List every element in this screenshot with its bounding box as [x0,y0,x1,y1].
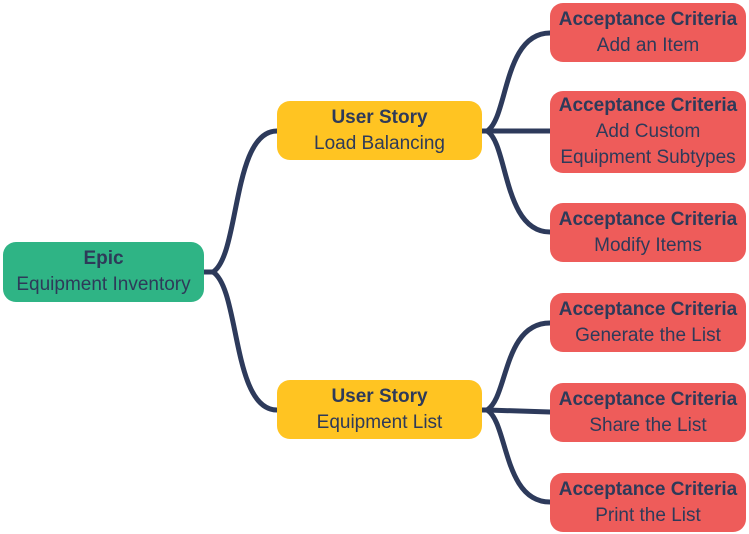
acceptance-criteria-subtitle: Add Custom Equipment Subtypes [560,121,736,168]
acceptance-criteria-subtitle: Print the List [595,504,701,526]
acceptance-criteria-title: Acceptance Criteria [558,298,738,320]
acceptance-criteria-node-share-the-list[interactable]: Acceptance Criteria Share the List [550,383,746,442]
acceptance-criteria-node-print-the-list[interactable]: Acceptance Criteria Print the List [550,473,746,532]
connector-story1-ac1 [484,30,553,134]
acceptance-criteria-node-generate-the-list[interactable]: Acceptance Criteria Generate the List [550,293,746,352]
connector-story1-ac3 [484,128,553,235]
connector-epic-story1 [210,128,280,275]
user-story-subtitle: Load Balancing [314,132,445,154]
acceptance-criteria-title: Acceptance Criteria [558,208,738,230]
epic-node-title: Epic [83,248,124,269]
acceptance-criteria-node-modify-items[interactable]: Acceptance Criteria Modify Items [550,203,746,262]
connector-story2-ac5 [484,407,553,415]
acceptance-criteria-title: Acceptance Criteria [558,478,738,500]
user-story-title: User Story [331,385,428,407]
user-story-title: User Story [331,106,428,128]
user-story-node-load-balancing[interactable]: User Story Load Balancing [277,101,482,160]
epic-node-subtitle: Equipment Inventory [16,274,191,295]
epic-node[interactable]: Epic Equipment Inventory [3,242,204,302]
acceptance-criteria-subtitle: Add an Item [596,34,700,56]
user-story-node-equipment-list[interactable]: User Story Equipment List [277,380,482,439]
acceptance-criteria-title: Acceptance Criteria [558,95,738,116]
acceptance-criteria-title: Acceptance Criteria [558,388,738,410]
acceptance-criteria-subtitle: Modify Items [594,234,702,256]
acceptance-criteria-node-add-custom-equipment-subtypes[interactable]: Acceptance Criteria Add Custom Equipment… [550,91,746,173]
user-story-subtitle: Equipment List [316,411,443,433]
connector-story2-ac4 [484,320,553,413]
connector-epic-story2 [210,269,280,413]
acceptance-criteria-subtitle: Generate the List [575,324,721,346]
acceptance-criteria-title: Acceptance Criteria [558,8,738,30]
connector-story2-ac6 [484,407,553,505]
acceptance-criteria-node-add-an-item[interactable]: Acceptance Criteria Add an Item [550,3,746,62]
acceptance-criteria-subtitle: Share the List [589,414,707,436]
